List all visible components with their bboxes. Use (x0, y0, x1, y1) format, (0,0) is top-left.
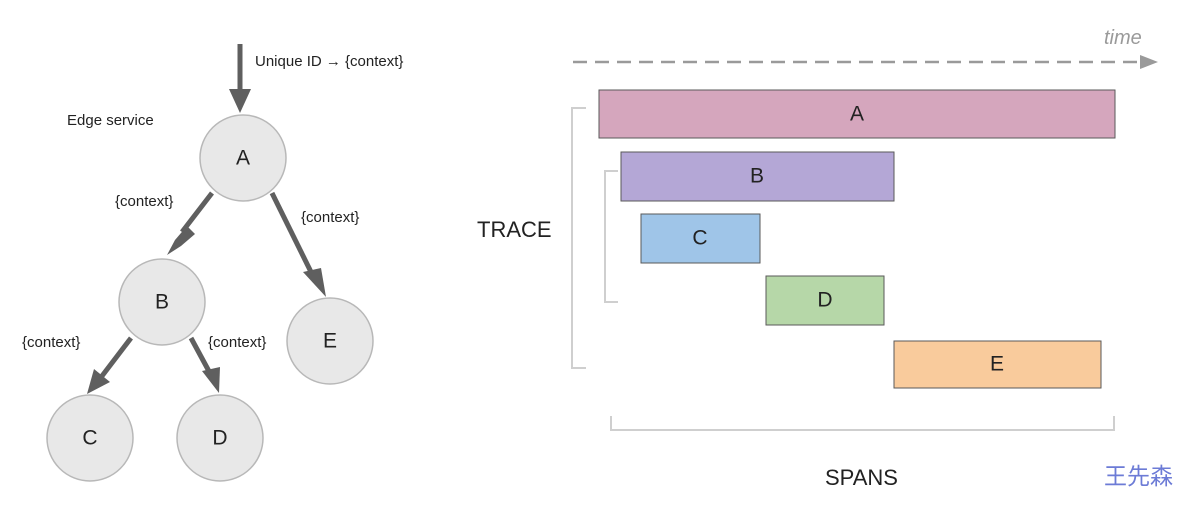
span-e-label: E (990, 353, 1004, 376)
span-e: E (893, 340, 1102, 389)
time-label: time (1104, 27, 1142, 49)
context-label-b-d: {context} (208, 334, 266, 351)
context-label-a-e: {context} (301, 209, 359, 226)
service-call-tree: Unique ID → {context} Edge service {cont… (22, 44, 403, 482)
edge-b-d (188, 336, 220, 393)
span-d-bar (765, 275, 885, 326)
node-e-label: E (323, 330, 337, 353)
node-a: A (199, 114, 287, 202)
trace-bracket (571, 107, 586, 369)
edge-a-e (269, 191, 326, 297)
span-c-bar (640, 213, 761, 264)
entry-label: Unique ID → {context} (255, 53, 403, 70)
node-d-label: D (212, 427, 227, 450)
watermark: 王先森 (1104, 464, 1173, 490)
span-a-bar (598, 89, 1116, 139)
node-b: B (118, 258, 206, 346)
spans-bracket (610, 416, 1115, 431)
spans-label: SPANS (825, 465, 898, 490)
context-label-a-b: {context} (115, 193, 173, 210)
context-label-b-c: {context} (22, 334, 80, 351)
span-a: A (598, 89, 1116, 139)
subtrace-bracket (604, 170, 618, 303)
node-c-label: C (82, 427, 97, 450)
span-b-label: B (750, 165, 764, 188)
trace-label: TRACE (477, 217, 552, 242)
span-a-label: A (850, 103, 864, 126)
span-d-label: D (817, 289, 832, 312)
span-d: D (765, 275, 885, 326)
edge-b-c (87, 336, 133, 394)
trace-timeline: time TRACE A B C D E (477, 27, 1158, 490)
span-c-label: C (692, 227, 707, 250)
node-c: C (46, 394, 134, 482)
node-e: E (286, 297, 374, 385)
span-e-bar (893, 340, 1102, 389)
span-b-bar (620, 151, 895, 202)
time-arrow (573, 55, 1158, 69)
edge-service-label: Edge service (67, 112, 154, 129)
node-d: D (176, 394, 264, 482)
span-c: C (640, 213, 761, 264)
node-a-label: A (236, 147, 250, 170)
span-b: B (620, 151, 895, 202)
edge-a-b (167, 191, 214, 255)
node-b-label: B (155, 291, 169, 314)
entry-arrow (229, 44, 251, 113)
